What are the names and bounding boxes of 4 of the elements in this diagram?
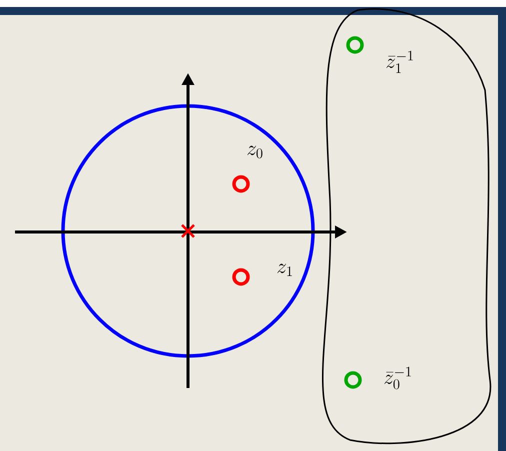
point-label: $z_1$	[277, 264, 292, 276]
point-label: $\bar{z}_1^{-1}$	[386, 50, 413, 73]
point-label: $z_0$	[247, 146, 262, 158]
point-label: $\bar{z}_0^{-1}$	[384, 366, 411, 390]
